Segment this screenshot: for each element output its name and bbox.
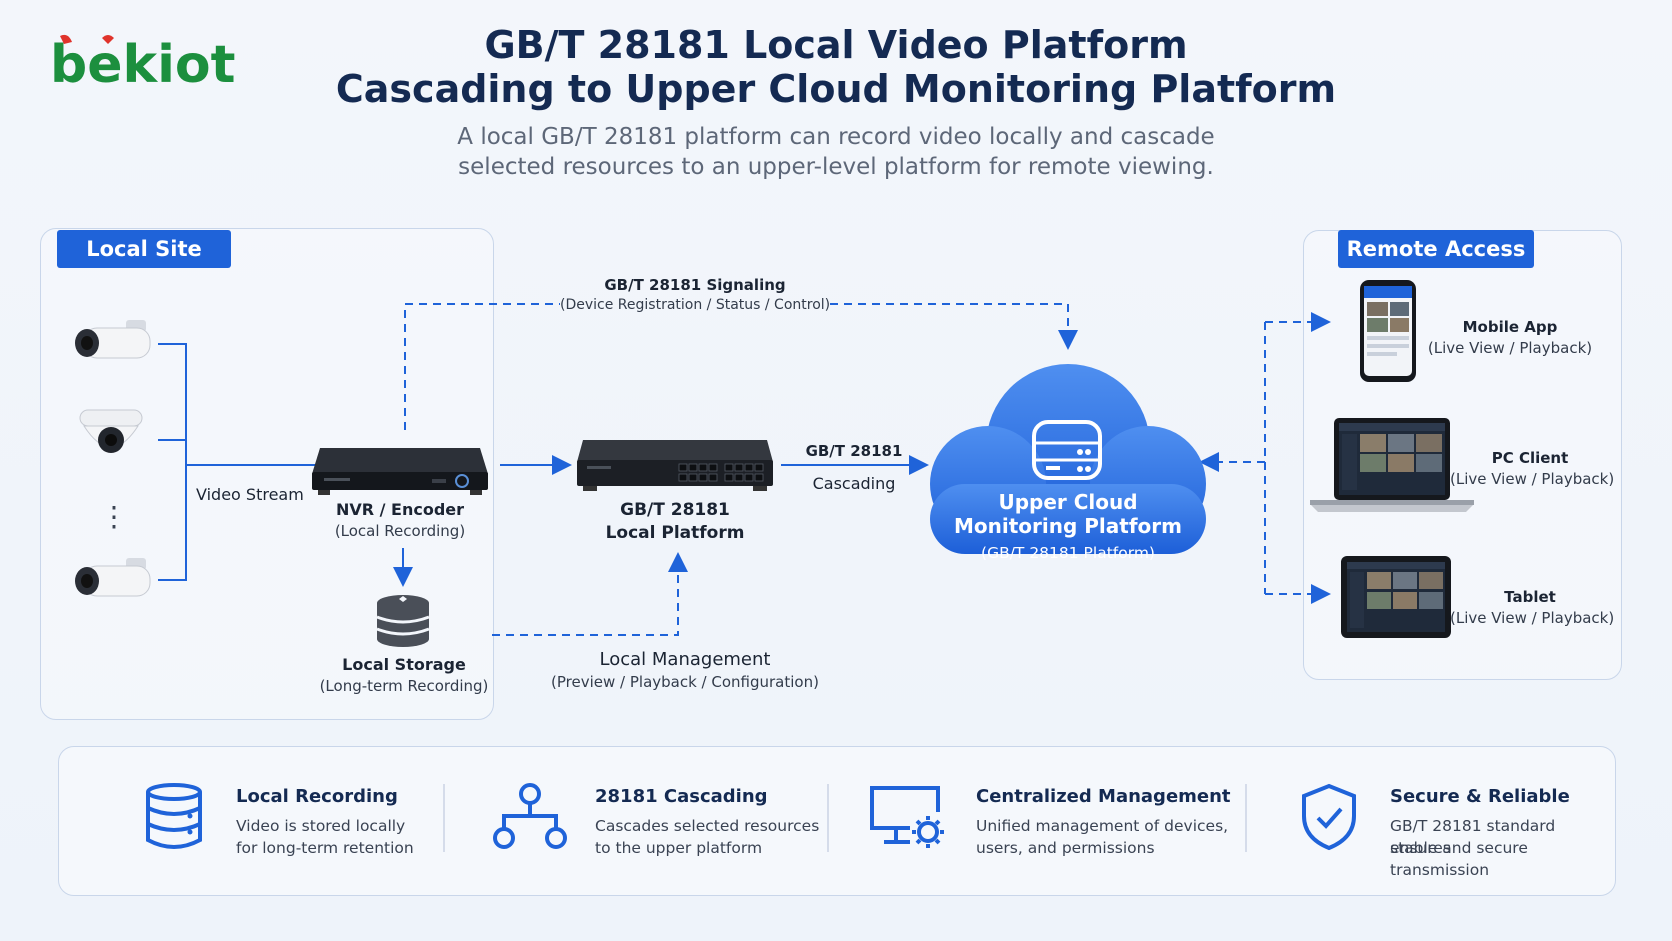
signaling-title: GB/T 28181 Signaling (604, 276, 786, 294)
cloud-shape (930, 364, 1206, 554)
feature-divider (827, 784, 829, 852)
bullet-camera-icon (75, 320, 151, 359)
remote-access-tag: Remote Access (1338, 230, 1534, 268)
local-platform-line1: GB/T 28181 (620, 500, 730, 520)
cloud-line1: Upper Cloud (998, 490, 1138, 514)
feature-text-local-recording-2: for long-term retention (236, 839, 414, 857)
feature-text-cascading: Cascades selected resources (595, 817, 820, 835)
page-title-line2: Cascading to Upper Cloud Monitoring Plat… (335, 67, 1337, 111)
database-icon (146, 783, 202, 849)
server-icon (1032, 420, 1102, 480)
tablet-subtitle: (Live View / Playback) (1450, 609, 1615, 627)
storage-disk-icon (376, 595, 430, 647)
bullet-camera-icon (75, 558, 151, 597)
feature-text-centralized-2: users, and permissions (976, 839, 1155, 857)
feature-divider (1245, 784, 1247, 852)
shield-check-icon (1302, 783, 1356, 851)
feature-text-centralized: Unified management of devices, (976, 817, 1229, 835)
signaling-subtitle: (Device Registration / Status / Control) (560, 297, 831, 313)
feature-title-centralized: Centralized Management (976, 786, 1231, 807)
nvr-subtitle: (Local Recording) (334, 522, 466, 540)
hierarchy-icon (493, 783, 567, 849)
local-management-subtitle: (Preview / Playback / Configuration) (551, 673, 819, 691)
features-panel (58, 746, 1616, 896)
local-platform-device-icon (577, 440, 773, 491)
laptop-icon (1310, 418, 1474, 512)
local-site-tag: Local Site (57, 230, 231, 268)
mobile-app-subtitle: (Live View / Playback) (1427, 339, 1593, 357)
cascade-line1: GB/T 28181 (805, 442, 903, 460)
storage-title: Local Storage (342, 655, 466, 674)
page-title-line1: GB/T 28181 Local Video Platform (484, 23, 1188, 67)
dome-camera-icon (79, 409, 143, 453)
cloud-line3: (GB/T 28181 Platform) (981, 544, 1155, 562)
bekiot-logo: bekiot (50, 34, 235, 92)
feature-title-cascading: 28181 Cascading (595, 786, 768, 807)
tablet-title: Tablet (1504, 588, 1556, 606)
feature-title-local-recording: Local Recording (236, 786, 398, 807)
nvr-title: NVR / Encoder (335, 500, 465, 519)
feature-title-secure: Secure & Reliable (1390, 786, 1570, 807)
camera-ellipsis: ⋮ (100, 500, 128, 533)
feature-text-cascading-2: to the upper platform (595, 839, 763, 857)
subtitle-line1: A local GB/T 28181 platform can record v… (457, 124, 1215, 150)
pc-client-title: PC Client (1491, 449, 1569, 467)
cascade-line2: Cascading (812, 474, 896, 493)
video-stream-label: Video Stream (196, 485, 304, 504)
logo-text: bekiot (50, 35, 235, 92)
mobile-app-title: Mobile App (1462, 318, 1558, 336)
local-management-title: Local Management (599, 649, 771, 670)
monitor-gear-icon (870, 786, 944, 848)
subtitle-line2: selected resources to an upper-level pla… (458, 154, 1214, 180)
feature-divider (443, 784, 445, 852)
storage-subtitle: (Long-term Recording) (319, 677, 489, 695)
cloud-line2: Monitoring Platform (954, 514, 1182, 538)
feature-text-secure: GB/T 28181 standard ensures (1390, 817, 1556, 857)
feature-text-secure-2: stable and secure transmission (1390, 839, 1528, 879)
pc-client-subtitle: (Live View / Playback) (1450, 470, 1615, 488)
nvr-device-icon (312, 448, 488, 495)
local-platform-line2: Local Platform (605, 523, 745, 543)
feature-text-local-recording: Video is stored locally (236, 817, 406, 835)
tablet-icon (1341, 556, 1451, 638)
smartphone-icon (1360, 280, 1416, 382)
